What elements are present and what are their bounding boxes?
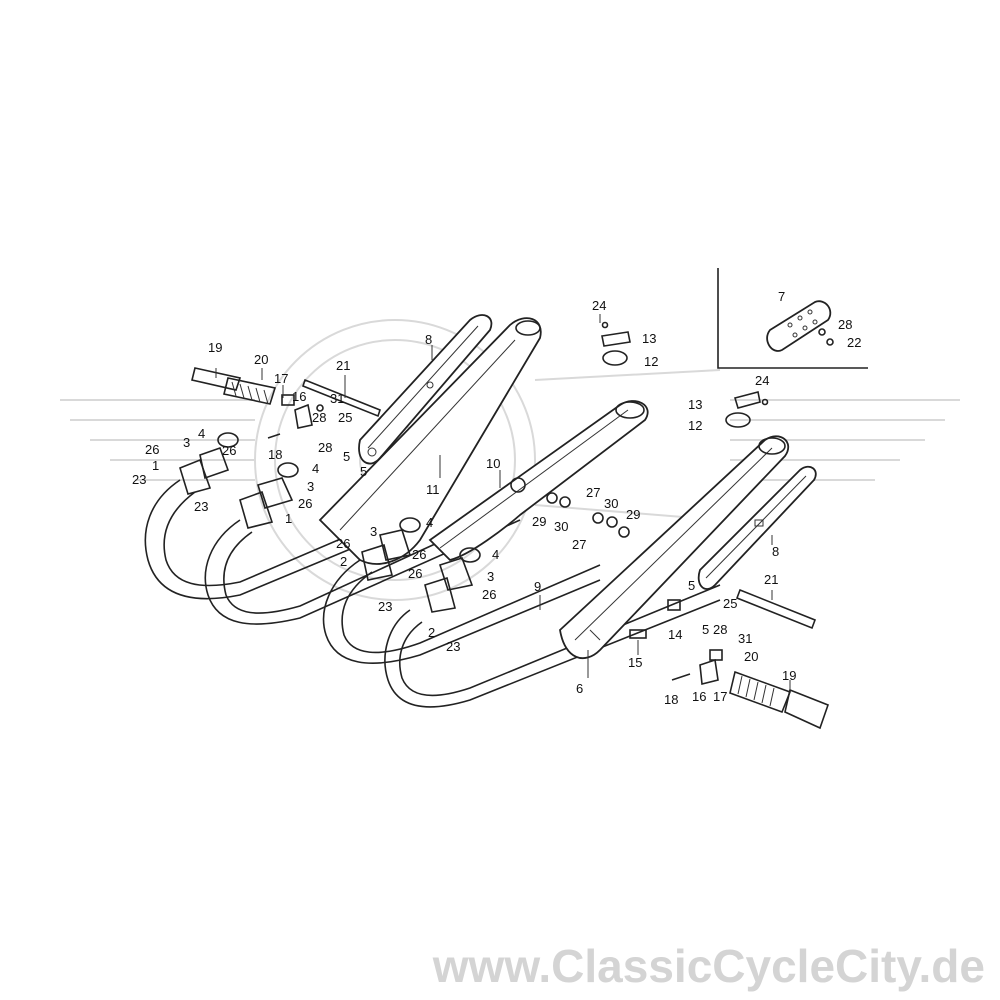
callout-26: 26 [298,496,312,511]
callout-28: 28 [713,622,727,637]
heat-shield-right [697,465,817,590]
mount-bushing-right [725,391,769,428]
callout-23: 23 [194,499,208,514]
callout-20: 20 [254,352,268,367]
callout-31: 31 [330,391,344,406]
callout-2: 2 [340,554,347,569]
callout-26: 26 [408,566,422,581]
callout-16: 16 [692,689,706,704]
callout-12: 12 [688,418,702,433]
callout-25: 25 [338,410,352,425]
callout-27: 27 [586,485,600,500]
callout-23: 23 [132,472,146,487]
callout-18: 18 [664,692,678,707]
callout-4: 4 [312,461,319,476]
callout-2: 2 [428,625,435,640]
exhaust-header-pipe-right [384,584,721,708]
callout-4: 4 [492,547,499,562]
callout-17: 17 [713,689,727,704]
callout-24: 24 [592,298,606,313]
callout-6: 6 [576,681,583,696]
callout-8: 8 [772,544,779,559]
footpeg-assembly-right [629,588,830,730]
callout-10: 10 [486,456,500,471]
callout-31: 31 [738,631,752,646]
callout-5: 5 [688,578,695,593]
callout-25: 25 [723,596,737,611]
callout-23: 23 [446,639,460,654]
leader-lines [215,314,791,690]
callout-labels: 1 1 2 2 3 3 3 3 4 4 4 4 5 5 5 5 6 7 8 8 … [132,289,861,707]
watermark-text: www.ClassicCycleCity.de [432,940,985,992]
callout-1: 1 [285,511,292,526]
washer-nut-set [546,492,630,538]
muffler-center [428,400,649,561]
callout-5: 5 [343,449,350,464]
callout-30: 30 [604,496,618,511]
callout-3: 3 [307,479,314,494]
callout-11: 11 [426,482,440,497]
callout-3: 3 [183,435,190,450]
heat-shield-left [358,314,493,465]
callout-26: 26 [482,587,496,602]
callout-26: 26 [412,547,426,562]
exhaust-header-pipe-left-1 [144,479,421,600]
muffler-right [559,435,790,660]
flange-collar-set-2 [361,517,481,613]
exhaust-header-pipe-center-1 [322,559,601,664]
callout-20: 20 [744,649,758,664]
callout-28: 28 [312,410,326,425]
callout-15: 15 [628,655,642,670]
callout-3: 3 [370,524,377,539]
callout-30: 30 [554,519,568,534]
callout-24: 24 [755,373,769,388]
callout-27: 27 [572,537,586,552]
callout-28: 28 [838,317,852,332]
callout-5: 5 [702,622,709,637]
exhaust-header-pipe-left-2 [204,504,521,625]
mount-bushing-top [601,321,631,366]
callout-5: 5 [360,464,367,479]
callout-8: 8 [425,332,432,347]
inset-grip [717,268,868,369]
callout-14: 14 [668,627,682,642]
callout-28: 28 [318,440,332,455]
callout-29: 29 [626,507,640,522]
flange-collar-set-1 [179,432,299,529]
callout-26: 26 [145,442,159,457]
callout-18: 18 [268,447,282,462]
callout-3: 3 [487,569,494,584]
callout-26: 26 [336,536,350,551]
callout-9: 9 [534,579,541,594]
callout-29: 29 [532,514,546,529]
callout-17: 17 [274,371,288,386]
callout-16: 16 [292,389,306,404]
callout-13: 13 [642,331,656,346]
callout-13: 13 [688,397,702,412]
callout-12: 12 [644,354,658,369]
callout-19: 19 [782,668,796,683]
callout-19: 19 [208,340,222,355]
footpeg-assembly-left [191,367,381,439]
callout-4: 4 [198,426,205,441]
callout-22: 22 [847,335,861,350]
callout-23: 23 [378,599,392,614]
callout-21: 21 [764,572,778,587]
callout-4: 4 [426,515,433,530]
callout-1: 1 [152,458,159,473]
callout-21: 21 [336,358,350,373]
callout-7: 7 [778,289,785,304]
callout-26: 26 [222,443,236,458]
muffler-left [318,317,542,565]
